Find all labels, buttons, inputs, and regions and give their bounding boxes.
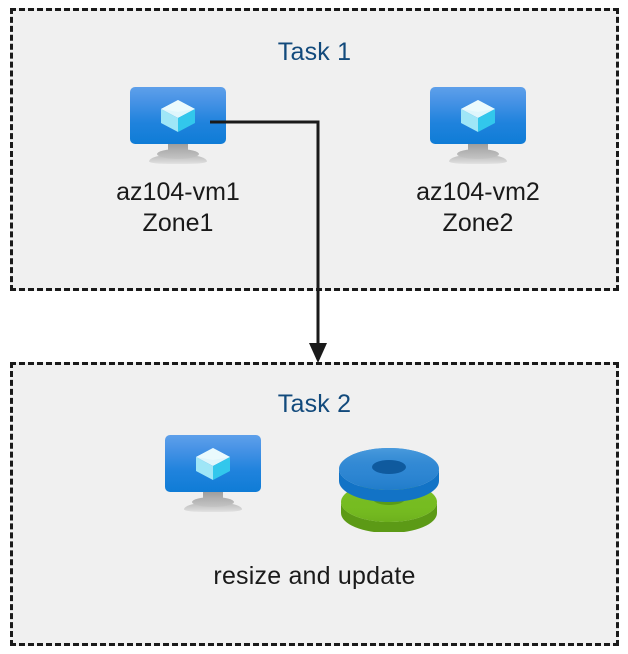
node-label: az104-vm1 Zone1 <box>68 177 288 239</box>
disk-blue <box>339 448 439 502</box>
node-az104-vm1[interactable]: az104-vm1 Zone1 <box>68 87 288 239</box>
arrowhead <box>309 343 327 363</box>
virtual-machine-icon <box>430 87 526 165</box>
node-resized-vm[interactable] <box>153 435 273 513</box>
task-2-caption: resize and update <box>213 562 416 590</box>
monitor-base <box>149 149 207 164</box>
virtual-machine-icon <box>130 87 226 165</box>
vm2-zone: Zone2 <box>442 209 514 237</box>
monitor-base <box>184 497 242 512</box>
vm2-name: az104-vm2 <box>416 178 540 206</box>
vm1-zone: Zone1 <box>142 209 214 237</box>
managed-disks-icon <box>339 448 439 533</box>
task-2-title: Task 2 <box>277 390 352 418</box>
node-managed-disks[interactable] <box>335 446 443 533</box>
monitor-base <box>449 149 507 164</box>
task-1-title: Task 1 <box>277 38 352 66</box>
virtual-machine-icon <box>165 435 261 513</box>
node-az104-vm2[interactable]: az104-vm2 Zone2 <box>368 87 588 239</box>
cube-glyph <box>161 100 195 132</box>
task-2-container: Task 2 <box>10 362 619 646</box>
cube-glyph <box>196 448 230 480</box>
node-label: az104-vm2 Zone2 <box>368 177 588 239</box>
cube-glyph <box>461 100 495 132</box>
vm1-name: az104-vm1 <box>116 178 240 206</box>
task-1-container: Task 1 az104-vm1 Zone1 <box>10 8 619 291</box>
